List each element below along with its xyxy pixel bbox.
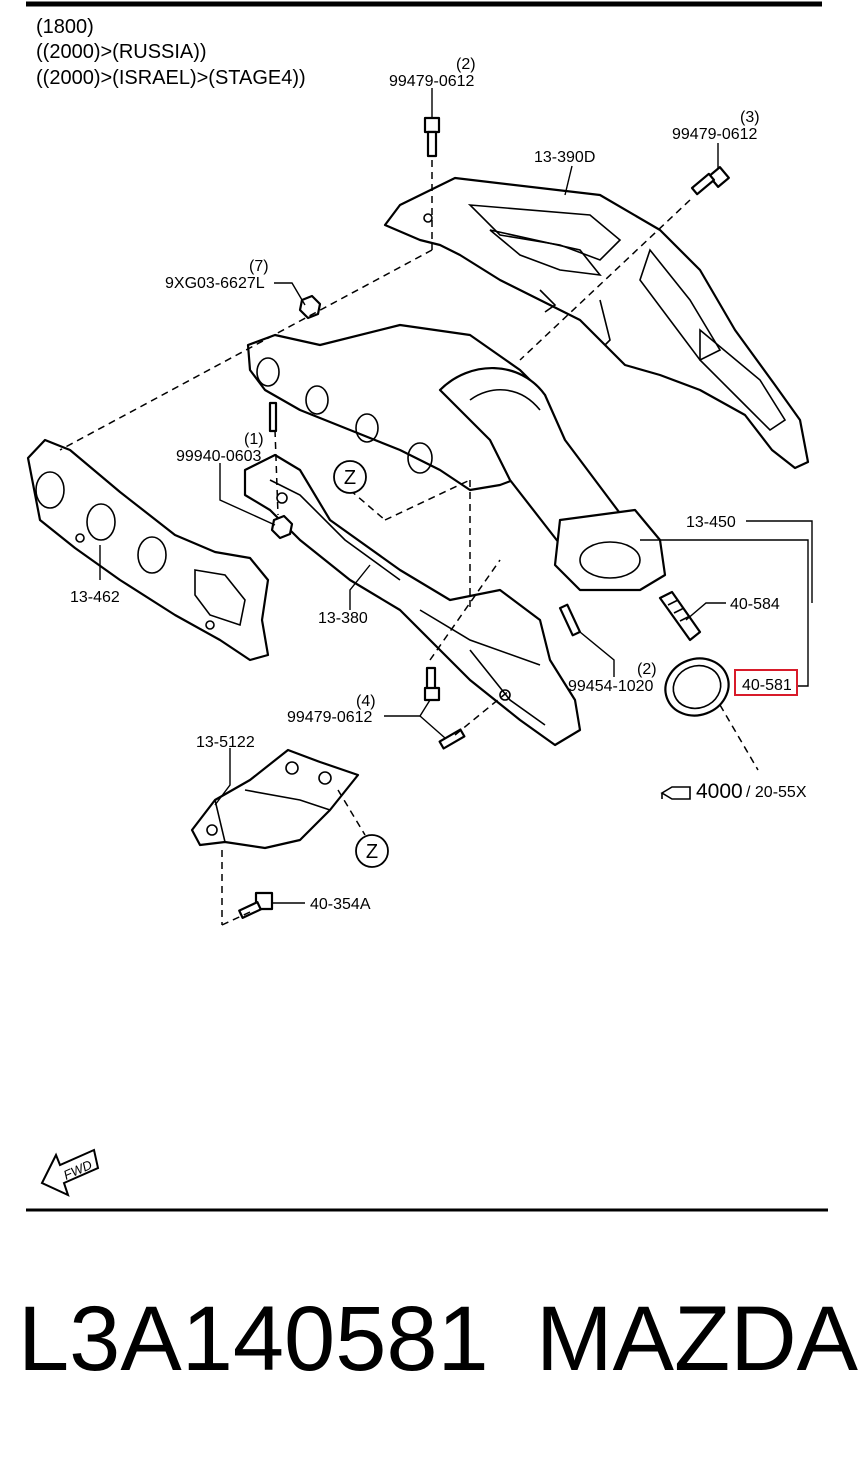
bracket-bolt-label: 40-354A bbox=[310, 896, 371, 913]
stud-qty: (1) bbox=[244, 431, 264, 448]
bolt-lower-code: 99479-0612 bbox=[287, 709, 373, 726]
converter-label: 13-450 bbox=[686, 514, 736, 531]
bolt-right-part[interactable] bbox=[690, 166, 730, 196]
ring-gasket-part[interactable] bbox=[657, 650, 736, 725]
stud-lower-code: 99454-1020 bbox=[568, 678, 654, 695]
nut-top-part[interactable] bbox=[298, 294, 322, 320]
nut-top-code: 9XG03-6627L bbox=[165, 275, 265, 292]
nut-top-qty: (7) bbox=[249, 258, 269, 275]
stud-lower-part[interactable] bbox=[558, 603, 582, 637]
header-note-1: (1800) bbox=[36, 16, 94, 38]
stud-part[interactable] bbox=[268, 401, 294, 540]
manifold-gasket-part[interactable] bbox=[26, 438, 270, 662]
bolt-top-code: 99479-0612 bbox=[389, 73, 475, 90]
heat-shield-part[interactable] bbox=[383, 176, 810, 470]
view-marker-z-1: Z bbox=[333, 460, 367, 494]
bracket-label: 13-5122 bbox=[196, 734, 255, 751]
fwd-label: FWD bbox=[61, 1157, 94, 1183]
stud-lower-qty: (2) bbox=[637, 661, 657, 678]
header-note-3: ((2000)>(ISRAEL)>(STAGE4)) bbox=[36, 67, 306, 89]
brand-name: MAZDA bbox=[536, 1288, 859, 1390]
bolt-top-qty: (2) bbox=[456, 56, 476, 73]
ring-gasket-label[interactable]: 40-581 bbox=[742, 677, 792, 694]
oxygen-sensor-part[interactable] bbox=[658, 590, 702, 642]
o2-sensor-label: 40-584 bbox=[730, 596, 780, 613]
bolt-top-part[interactable] bbox=[423, 116, 441, 158]
ref-page-link[interactable]: / 20-55X bbox=[746, 784, 807, 801]
assembly-lines bbox=[59, 160, 759, 926]
bolt-right-code: 99479-0612 bbox=[672, 126, 758, 143]
view-marker-z-1-label: Z bbox=[344, 467, 356, 489]
bracket-part[interactable] bbox=[190, 748, 360, 850]
bolt-right-qty: (3) bbox=[740, 109, 760, 126]
header-note-2: ((2000)>(RUSSIA)) bbox=[36, 41, 207, 63]
stud-code: 99940-0603 bbox=[176, 448, 262, 465]
view-marker-z-2: Z bbox=[355, 834, 389, 868]
ref-group-link[interactable]: 4000 bbox=[696, 780, 743, 803]
exhaust-manifold-part[interactable] bbox=[243, 323, 667, 747]
reference-icon bbox=[660, 786, 691, 800]
heat-shield-label: 13-390D bbox=[534, 149, 595, 166]
view-marker-z-2-label: Z bbox=[366, 841, 378, 863]
highlight-box bbox=[734, 669, 798, 696]
leader-lines bbox=[99, 88, 813, 904]
manifold-label: 13-380 bbox=[318, 610, 368, 627]
fwd-arrow-icon: FWD bbox=[40, 1148, 100, 1197]
part-number: L3A140581 bbox=[18, 1288, 489, 1390]
bolt-lower-part[interactable] bbox=[423, 666, 466, 750]
bolt-lower-qty: (4) bbox=[356, 693, 376, 710]
gasket-label: 13-462 bbox=[70, 589, 120, 606]
